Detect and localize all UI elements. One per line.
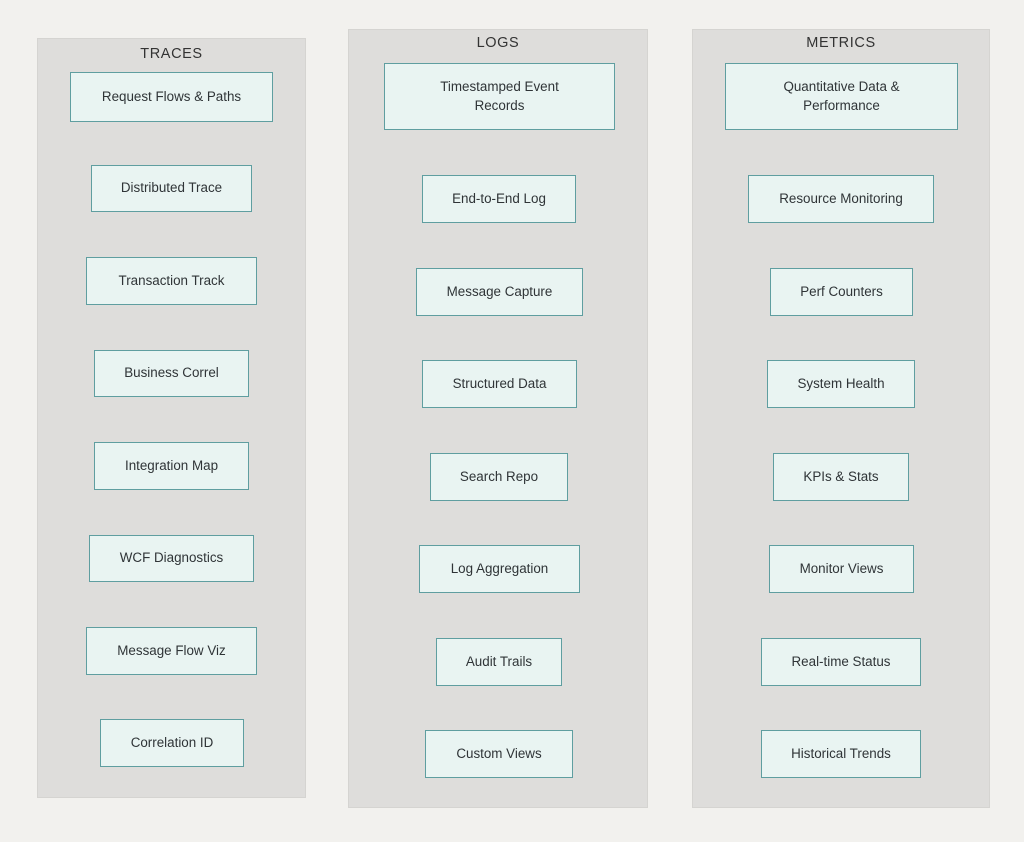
node-traces-2[interactable]: Transaction Track <box>86 257 257 305</box>
node-label: Real-time Status <box>791 653 891 669</box>
node-logs-2[interactable]: Message Capture <box>416 268 583 316</box>
node-label: Resource Monitoring <box>779 190 903 206</box>
node-label: Correlation ID <box>130 734 214 750</box>
column-panel-traces: TRACES <box>37 38 306 798</box>
node-traces-5[interactable]: WCF Diagnostics <box>89 535 254 582</box>
node-label: Log Aggregation <box>450 560 549 576</box>
node-label: Business Correl <box>124 365 219 381</box>
column-title-logs: LOGS <box>476 35 520 51</box>
node-label: Integration Map <box>124 457 219 473</box>
node-traces-4[interactable]: Integration Map <box>94 442 249 490</box>
column-title-metrics: METRICS <box>806 35 876 51</box>
node-logs-6[interactable]: Audit Trails <box>436 638 562 686</box>
node-label: Message Capture <box>446 283 553 299</box>
node-traces-7[interactable]: Correlation ID <box>100 719 244 767</box>
node-label: KPIs & Stats <box>803 468 879 484</box>
node-label: Search Repo <box>459 468 539 484</box>
node-label: System Health <box>797 375 885 391</box>
node-metrics-1[interactable]: Resource Monitoring <box>748 175 934 223</box>
node-label: Audit Trails <box>465 653 533 669</box>
node-metrics-2[interactable]: Perf Counters <box>770 268 913 316</box>
node-traces-3[interactable]: Business Correl <box>94 350 249 397</box>
node-label: Timestamped Event Records <box>440 79 559 113</box>
node-traces-6[interactable]: Message Flow Viz <box>86 627 257 675</box>
node-metrics-7[interactable]: Historical Trends <box>761 730 921 778</box>
node-logs-7[interactable]: Custom Views <box>425 730 573 778</box>
node-metrics-0[interactable]: Quantitative Data & Performance <box>725 63 958 130</box>
node-logs-0[interactable]: Timestamped Event Records <box>384 63 615 130</box>
node-label: WCF Diagnostics <box>119 550 224 566</box>
node-metrics-6[interactable]: Real-time Status <box>761 638 921 686</box>
node-traces-1[interactable]: Distributed Trace <box>91 165 252 212</box>
node-logs-1[interactable]: End-to-End Log <box>422 175 576 223</box>
node-label: Perf Counters <box>800 283 883 299</box>
node-label: Quantitative Data & Performance <box>783 79 900 113</box>
node-label: Custom Views <box>456 745 542 761</box>
node-label: Transaction Track <box>118 272 225 288</box>
node-metrics-4[interactable]: KPIs & Stats <box>773 453 909 501</box>
column-panel-metrics: METRICS <box>692 29 990 808</box>
node-metrics-3[interactable]: System Health <box>767 360 915 408</box>
node-label: Request Flows & Paths <box>101 88 242 104</box>
node-label: Monitor Views <box>799 560 884 576</box>
node-label: Distributed Trace <box>120 180 223 196</box>
node-logs-3[interactable]: Structured Data <box>422 360 577 408</box>
node-metrics-5[interactable]: Monitor Views <box>769 545 914 593</box>
node-label: Structured Data <box>452 375 547 391</box>
node-label: Historical Trends <box>791 745 891 761</box>
column-title-traces: TRACES <box>140 46 203 62</box>
node-traces-0[interactable]: Request Flows & Paths <box>70 72 273 122</box>
node-logs-4[interactable]: Search Repo <box>430 453 568 501</box>
node-label: End-to-End Log <box>452 190 546 206</box>
node-label: Message Flow Viz <box>117 642 226 658</box>
node-logs-5[interactable]: Log Aggregation <box>419 545 580 593</box>
column-panel-logs: LOGS <box>348 29 648 808</box>
